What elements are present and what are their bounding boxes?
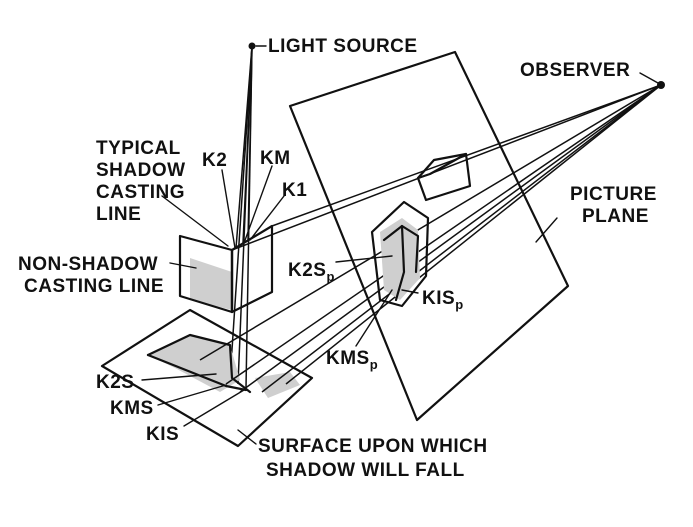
- label-kmsp-main: KMS: [326, 348, 370, 369]
- light-rays: [229, 45, 253, 389]
- projected-shadow-inner-2: [400, 224, 420, 274]
- projected-object-top-edge: [416, 152, 468, 180]
- label-non-shadow-2: CASTING LINE: [24, 276, 164, 297]
- label-leaders: [141, 165, 558, 445]
- label-k2sp: K2Sp: [288, 260, 335, 284]
- label-typical-3: CASTING: [96, 182, 185, 203]
- label-kis: KIS: [146, 424, 179, 445]
- surface-shadow-outline-2: [146, 353, 248, 392]
- observer-leader: [639, 72, 659, 84]
- label-k2sp-sub: p: [326, 269, 334, 284]
- label-observer: OBSERVER: [520, 60, 630, 81]
- label-picture-2: PLANE: [582, 206, 649, 227]
- label-light-source: LIGHT SOURCE: [268, 36, 418, 57]
- label-surface-1: SURFACE UPON WHICH: [258, 436, 488, 457]
- projected-shadow-shade: [380, 218, 420, 300]
- object-front-shade: [190, 258, 232, 310]
- shadow-surface: [100, 308, 314, 448]
- label-picture-1: PICTURE: [570, 184, 657, 205]
- label-kmsp-sub: p: [370, 357, 378, 372]
- label-typical-4: LINE: [96, 204, 141, 225]
- label-typical-1: TYPICAL: [96, 138, 181, 159]
- label-surface-2: SHADOW WILL FALL: [266, 460, 465, 481]
- label-kisp-main: KIS: [422, 288, 455, 309]
- label-km: KM: [260, 148, 291, 169]
- label-typical-2: SHADOW: [96, 160, 186, 181]
- projected-shadow-inner: [382, 224, 406, 302]
- picture-plane: [288, 50, 570, 422]
- label-kmsp: KMSp: [326, 348, 378, 372]
- label-k1: K1: [282, 180, 307, 201]
- sight-rays: [199, 84, 662, 393]
- label-kisp: KISp: [422, 288, 464, 312]
- label-non-shadow-1: NON-SHADOW: [18, 254, 158, 275]
- label-k2sp-main: K2S: [288, 260, 326, 281]
- label-k2: K2: [202, 150, 227, 171]
- surface-shadow-outline: [146, 333, 252, 394]
- label-kms: KMS: [110, 398, 154, 419]
- projected-object-top: [416, 152, 472, 202]
- projected-shadow: [370, 200, 430, 308]
- surface-shadow-dark: [255, 372, 300, 398]
- label-kisp-sub: p: [455, 297, 463, 312]
- label-k2s: K2S: [96, 372, 134, 393]
